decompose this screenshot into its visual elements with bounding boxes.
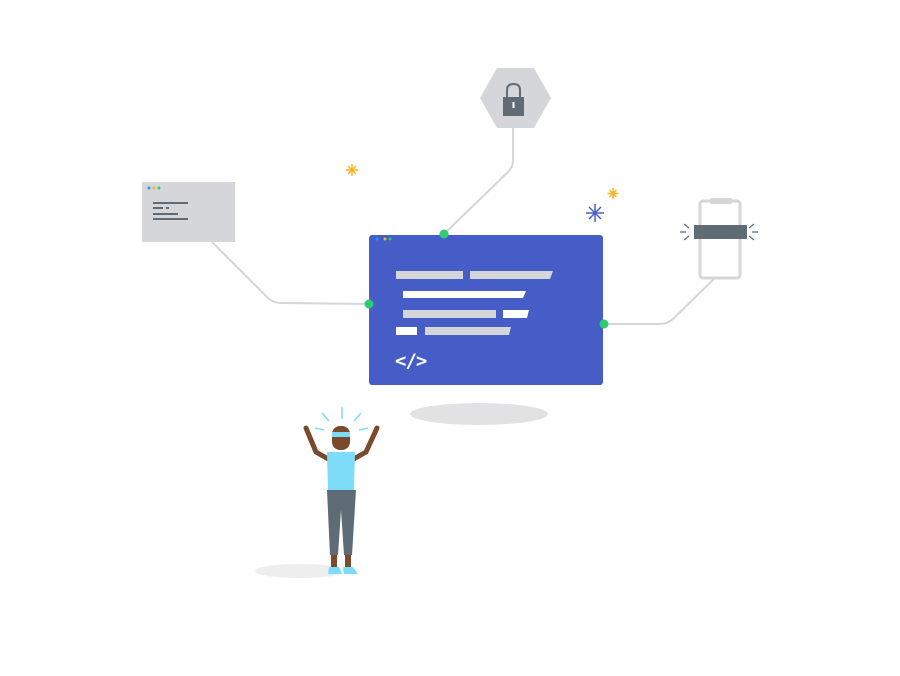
code-lines — [396, 271, 553, 335]
sparkle-blue-icon — [586, 204, 604, 222]
person-celebrating-icon — [255, 407, 380, 578]
sparkle-icon — [346, 164, 619, 199]
lock-hexagon — [480, 68, 551, 128]
connector-lines — [211, 128, 719, 325]
code-icon: </> — [395, 350, 427, 372]
connector-nodes — [364, 229, 609, 329]
main-code-window — [369, 235, 603, 385]
lock-icon — [503, 82, 524, 116]
small-browser-window — [142, 182, 235, 242]
window-shadow — [410, 403, 548, 425]
phone-icon — [680, 198, 758, 280]
